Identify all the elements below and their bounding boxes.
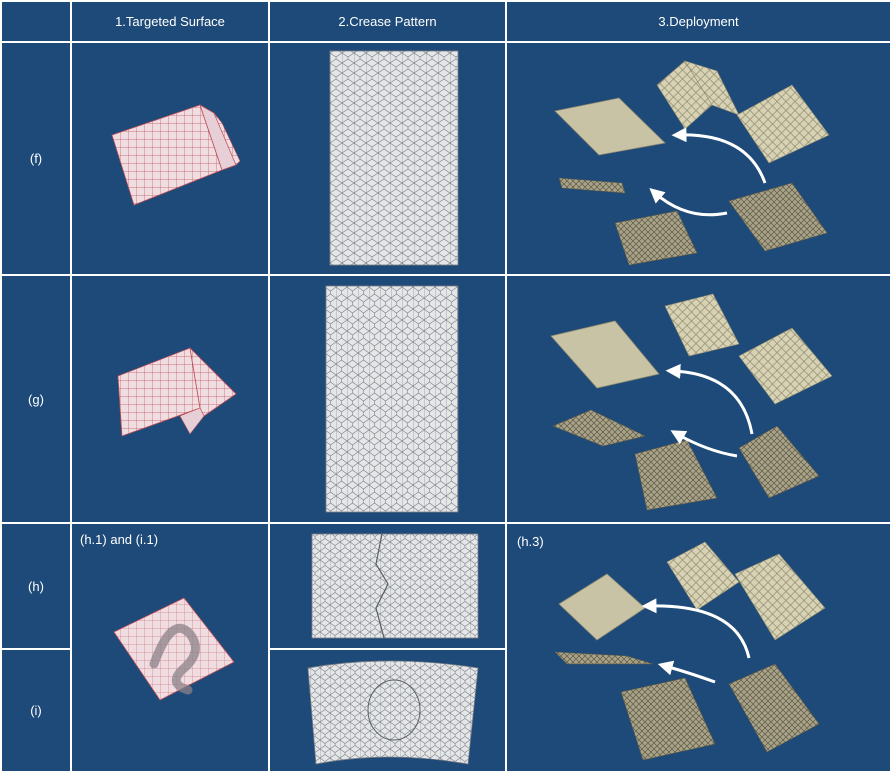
crease-pattern-h xyxy=(270,524,505,648)
row-label-i: (i) xyxy=(2,650,70,771)
deployment-g xyxy=(507,276,890,522)
crease-sheet-g xyxy=(325,285,459,513)
flat-sheet-h xyxy=(558,573,646,641)
deployment-hi: (h.3) xyxy=(507,524,890,771)
crease-sheet-i xyxy=(307,660,479,765)
targeted-surface-g xyxy=(72,276,268,522)
crease-sheet-h xyxy=(311,533,479,639)
header-deployment: 3.Deployment xyxy=(507,2,890,41)
curved-arrow-icon xyxy=(670,430,738,458)
deployment-f xyxy=(507,43,890,274)
row-label-f: (f) xyxy=(2,43,70,274)
surface-hi-shape xyxy=(113,597,235,701)
roof-fold-g xyxy=(738,327,833,405)
curved-arrow-icon xyxy=(657,660,716,684)
folded-block-f-right xyxy=(728,182,828,252)
surface-f-shape xyxy=(111,104,241,206)
curled-strip-g xyxy=(552,409,646,447)
crease-region-i xyxy=(367,679,421,741)
folded-block-h-right xyxy=(728,663,820,753)
header-corner xyxy=(2,2,70,41)
folded-block-g-left xyxy=(634,439,718,511)
surface-g-shape xyxy=(117,346,237,437)
curved-arrow-icon xyxy=(671,127,767,184)
compact-strip-h xyxy=(554,651,654,665)
row-label-g: (g) xyxy=(2,276,70,522)
curved-arrow-icon xyxy=(665,363,754,435)
folded-sheet-h-top xyxy=(666,541,740,611)
annotation-surface-hi: (h.1) and (i.1) xyxy=(80,532,159,547)
crease-pattern-g xyxy=(270,276,505,522)
crease-sheet-f xyxy=(329,50,459,266)
folded-block-f-left xyxy=(614,210,698,266)
curved-arrow-icon xyxy=(641,598,751,659)
compact-bar-f xyxy=(558,177,626,194)
flat-patterned-sheet-g xyxy=(664,293,740,357)
folded-sheet-f-top-right xyxy=(736,84,830,164)
row-label-h: (h) xyxy=(2,524,70,648)
crease-pattern-i xyxy=(270,650,505,771)
header-targeted-surface: 1.Targeted Surface xyxy=(72,2,268,41)
annotation-deploy-h: (h.3) xyxy=(517,534,544,549)
folded-block-h-left xyxy=(620,677,716,761)
targeted-surface-f xyxy=(72,43,268,274)
flat-sheet-g xyxy=(550,320,660,389)
crease-pattern-f xyxy=(270,43,505,274)
crease-seam-h xyxy=(375,533,389,639)
folded-block-g-right xyxy=(738,425,820,499)
header-crease-pattern: 2.Crease Pattern xyxy=(270,2,505,41)
targeted-surface-hi: (h.1) and (i.1) xyxy=(72,524,268,771)
flat-sheet-f xyxy=(554,97,666,156)
folded-sheet-h-right xyxy=(734,553,826,641)
curved-arrow-icon xyxy=(649,188,728,217)
